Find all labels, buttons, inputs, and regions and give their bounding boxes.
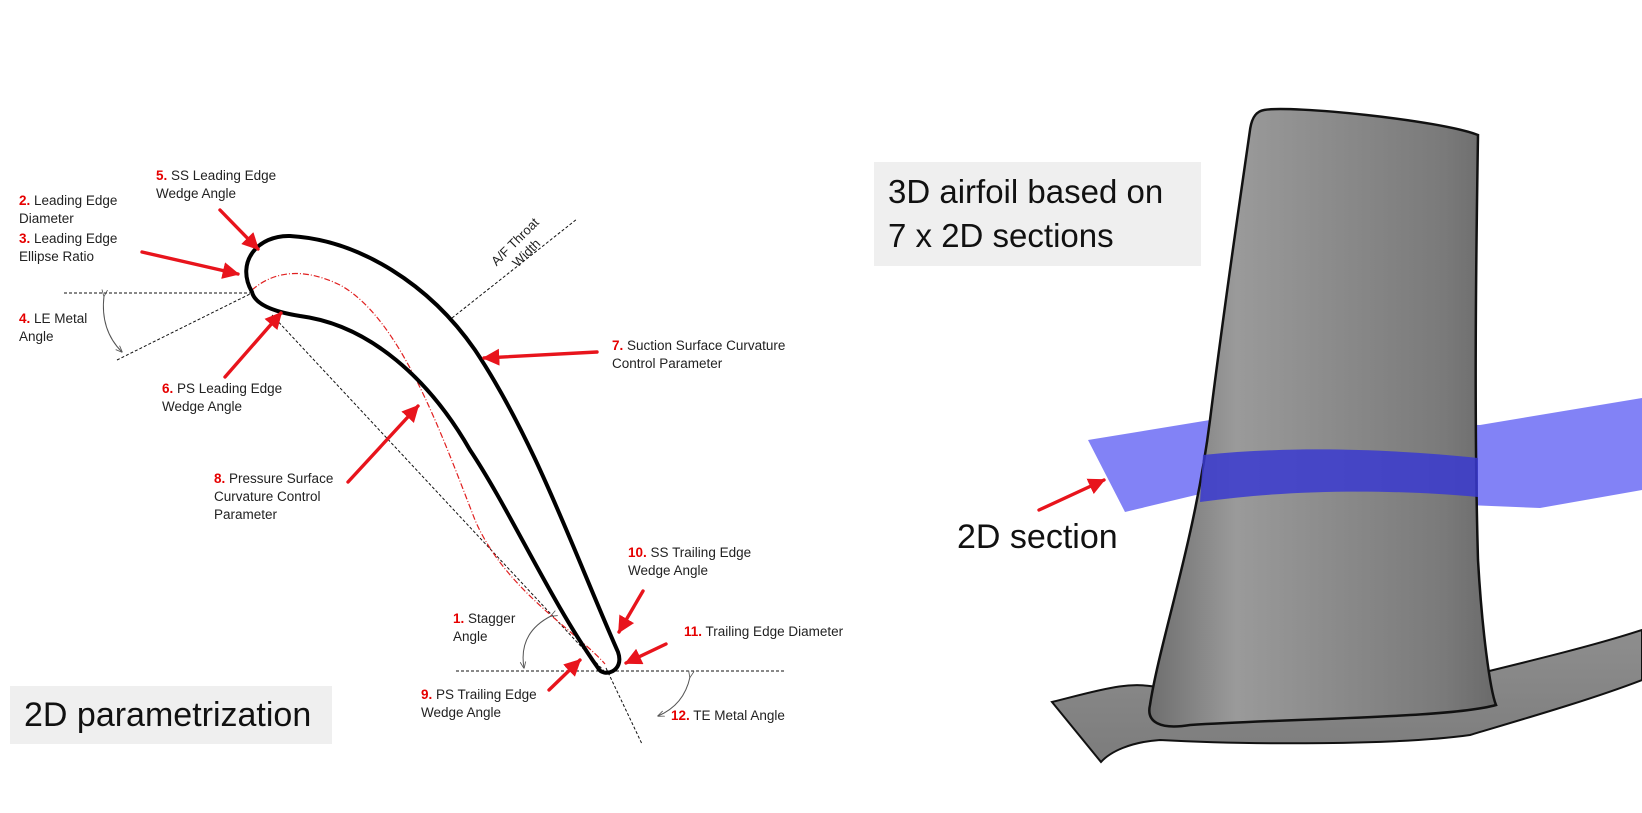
param-label-1: 1. Stagger Angle [453, 611, 516, 644]
camber-line [251, 273, 606, 665]
param-label-10: 10. SS Trailing Edge Wedge Angle [628, 545, 752, 578]
arrow-le-diameter [140, 250, 240, 279]
airfoil-profile [244, 233, 622, 675]
le-metal-angle-arc [103, 296, 122, 352]
param-label-9: 9. PS Trailing Edge Wedge Angle [421, 687, 537, 720]
airfoil-2d-drawing [64, 208, 784, 745]
param-label-12: 12. TE Metal Angle [671, 708, 785, 723]
stagger-angle-arc [523, 616, 551, 668]
param-label-8: 8. Pressure Surface Curvature Control Pa… [214, 471, 334, 522]
param-label-6: 6. PS Leading Edge Wedge Angle [162, 381, 283, 414]
param-label-3: 3. Leading Edge Ellipse Ratio [19, 231, 118, 264]
param-label-4: 4. LE Metal Angle [19, 311, 88, 344]
param-label-7: 7. Suction Surface Curvature Control Par… [612, 338, 786, 371]
arrow-te-diameter [624, 642, 668, 665]
param-label-2: 2. Leading Edge Diameter [19, 193, 118, 226]
te-metal-angle-line [605, 667, 643, 745]
parameter-arrows [140, 208, 668, 692]
section-arrow [1037, 478, 1106, 512]
le-metal-angle-line [116, 292, 253, 361]
arrow-ss-le-wedge [218, 208, 260, 251]
section-label: 2D section [957, 518, 1118, 556]
param-label-5: 5. SS Leading Edge Wedge Angle [156, 168, 277, 201]
section-band [1200, 449, 1478, 502]
te-metal-angle-arc [658, 677, 690, 716]
arrow-ss-te-wedge [617, 589, 645, 634]
arrow-ps-le-wedge [223, 311, 283, 379]
panel-title-2d: 2D parametrization [10, 686, 332, 744]
arrow-ps-curvature [346, 404, 420, 484]
panel-title-3d: 3D airfoil based on 7 x 2D sections [874, 162, 1201, 266]
angle-arcs [103, 296, 690, 716]
arrow-ps-te-wedge [547, 658, 582, 692]
param-label-11: 11. Trailing Edge Diameter [684, 624, 844, 639]
blade-body [1148, 107, 1498, 728]
arrow-ss-curvature [482, 348, 599, 366]
throat-line [451, 218, 578, 319]
